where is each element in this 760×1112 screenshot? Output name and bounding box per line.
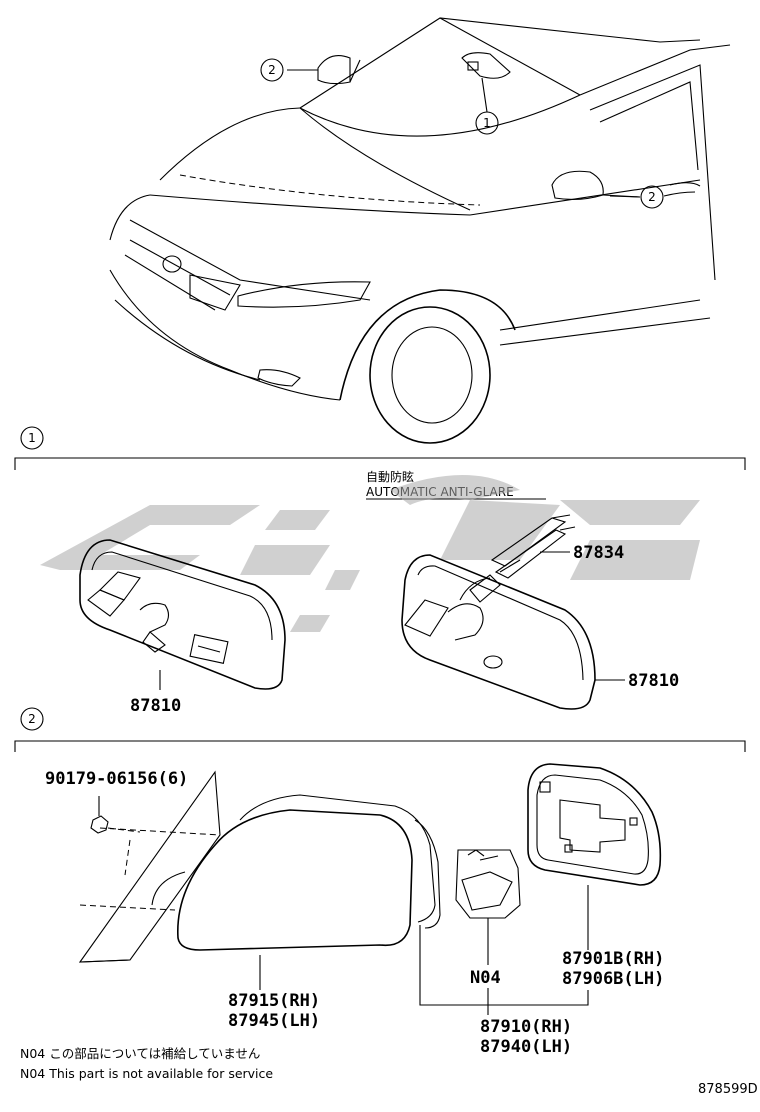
callout-car-2-right-text: 2: [648, 190, 656, 204]
callout-car-2-left-text: 2: [268, 63, 276, 77]
section-2-leaders: [259, 885, 589, 1015]
callout-car-1: 1: [475, 111, 499, 135]
watermark-logo: [40, 475, 700, 632]
callout-car-1-text: 1: [483, 116, 491, 130]
section-1-marker: 1: [20, 426, 44, 450]
part-90179-label: 90179-06156(6): [45, 769, 188, 789]
section-2-number: 2: [28, 712, 36, 726]
section-2-marker: 2: [20, 707, 44, 731]
part-87945-label: 87945(LH): [228, 1011, 320, 1031]
part-87940-label: 87940(LH): [480, 1037, 572, 1057]
diagram-code: 878599D: [698, 1082, 758, 1097]
bolt-90179: [90, 796, 141, 834]
part-87906b-label: 87906B(LH): [562, 969, 664, 989]
inner-mirror-auto: [401, 514, 596, 710]
part-87915-label: 87915(RH): [228, 991, 320, 1011]
callout-car-2-right: 2: [640, 185, 664, 209]
section-2-frame: [14, 740, 746, 752]
part-87901b-label: 87901B(RH): [562, 949, 664, 969]
footnote-jp: N04 この部品については補給していません: [20, 1046, 260, 1061]
annotation-jp: 自動防眩: [366, 469, 414, 484]
part-n04-label: N04: [470, 968, 501, 988]
mirror-glass: [527, 763, 662, 886]
car-illustration: [109, 17, 731, 444]
mirror-motor: [455, 849, 521, 919]
mirror-cover: [177, 794, 441, 951]
section-1-number: 1: [28, 431, 36, 445]
callout-car-2-left: 2: [260, 58, 284, 82]
inner-mirror-standard: [79, 539, 286, 690]
door-mount-plate: [78, 770, 221, 963]
footnote-en: N04 This part is not available for servi…: [20, 1066, 273, 1081]
section-1-frame: [14, 457, 746, 470]
part-87810-auto-label: 87810: [628, 671, 679, 691]
part-87810-std-label: 87810: [130, 696, 181, 716]
part-87910-label: 87910(RH): [480, 1017, 572, 1037]
part-87834-label: 87834: [573, 543, 624, 563]
